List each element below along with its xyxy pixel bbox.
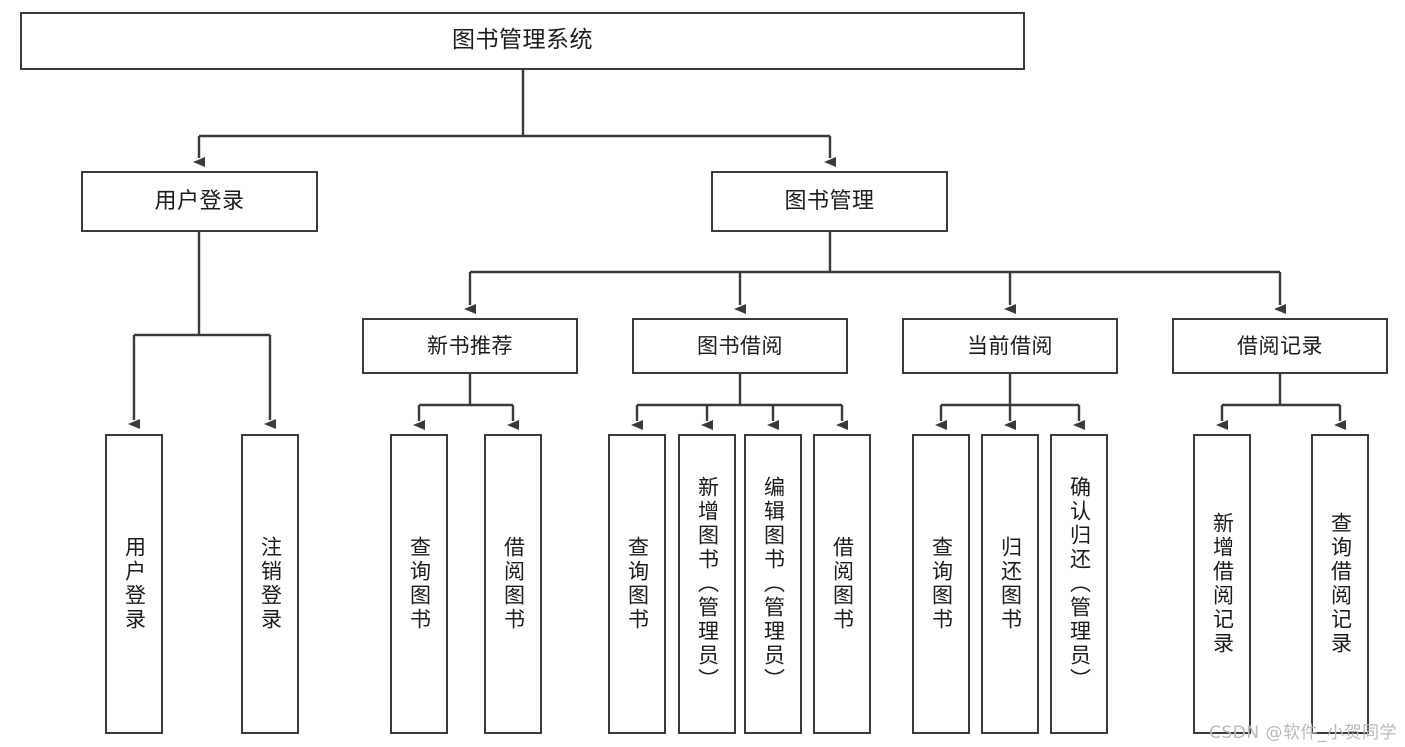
leaf-logout-login[interactable]: 注销登录 bbox=[241, 434, 299, 734]
node-label: 新增图书（管理员） bbox=[695, 476, 720, 692]
leaf-confirm-return[interactable]: 确认归还（管理员） bbox=[1050, 434, 1108, 734]
node-label: 图书管理 bbox=[784, 188, 875, 214]
node-label: 查询图书 bbox=[625, 536, 650, 632]
node-label: 确认归还（管理员） bbox=[1067, 476, 1092, 692]
node-label: 图书借阅 bbox=[697, 333, 783, 358]
node-book-borrow[interactable]: 图书借阅 bbox=[632, 318, 848, 374]
leaf-borrow-book-recommend[interactable]: 借阅图书 bbox=[484, 434, 542, 734]
leaf-borrow-book[interactable]: 借阅图书 bbox=[813, 434, 871, 734]
leaf-return-book[interactable]: 归还图书 bbox=[981, 434, 1039, 734]
leaf-query-book-current[interactable]: 查询图书 bbox=[912, 434, 970, 734]
node-user-login[interactable]: 用户登录 bbox=[81, 171, 318, 232]
node-label: 注销登录 bbox=[258, 536, 283, 632]
node-label: 当前借阅 bbox=[967, 333, 1053, 358]
node-label: 新增借阅记录 bbox=[1210, 512, 1235, 656]
node-borrow-record[interactable]: 借阅记录 bbox=[1172, 318, 1388, 374]
node-label: 借阅记录 bbox=[1237, 333, 1323, 358]
leaf-add-book[interactable]: 新增图书（管理员） bbox=[678, 434, 736, 734]
node-label: 编辑图书（管理员） bbox=[761, 476, 786, 692]
leaf-query-book-recommend[interactable]: 查询图书 bbox=[390, 434, 448, 734]
node-label: 查询图书 bbox=[407, 536, 432, 632]
node-new-book-recommend[interactable]: 新书推荐 bbox=[362, 318, 578, 374]
leaf-user-login[interactable]: 用户登录 bbox=[105, 434, 163, 734]
node-label: 查询图书 bbox=[929, 536, 954, 632]
node-label: 用户登录 bbox=[154, 188, 245, 214]
node-label: 图书管理系统 bbox=[452, 27, 593, 54]
leaf-query-borrow-record[interactable]: 查询借阅记录 bbox=[1311, 434, 1369, 734]
node-current-borrow[interactable]: 当前借阅 bbox=[902, 318, 1118, 374]
node-root-system[interactable]: 图书管理系统 bbox=[20, 12, 1025, 70]
node-label: 查询借阅记录 bbox=[1328, 512, 1353, 656]
node-label: 借阅图书 bbox=[830, 536, 855, 632]
leaf-edit-book[interactable]: 编辑图书（管理员） bbox=[744, 434, 802, 734]
node-label: 新书推荐 bbox=[427, 333, 513, 358]
leaf-query-book-borrow[interactable]: 查询图书 bbox=[608, 434, 666, 734]
node-label: 归还图书 bbox=[998, 536, 1023, 632]
leaf-add-borrow-record[interactable]: 新增借阅记录 bbox=[1193, 434, 1251, 734]
node-book-management[interactable]: 图书管理 bbox=[711, 171, 948, 232]
csdn-watermark: CSDN @软件_小贺同学 bbox=[1209, 723, 1397, 743]
node-label: 借阅图书 bbox=[501, 536, 526, 632]
node-label: 用户登录 bbox=[122, 536, 147, 632]
